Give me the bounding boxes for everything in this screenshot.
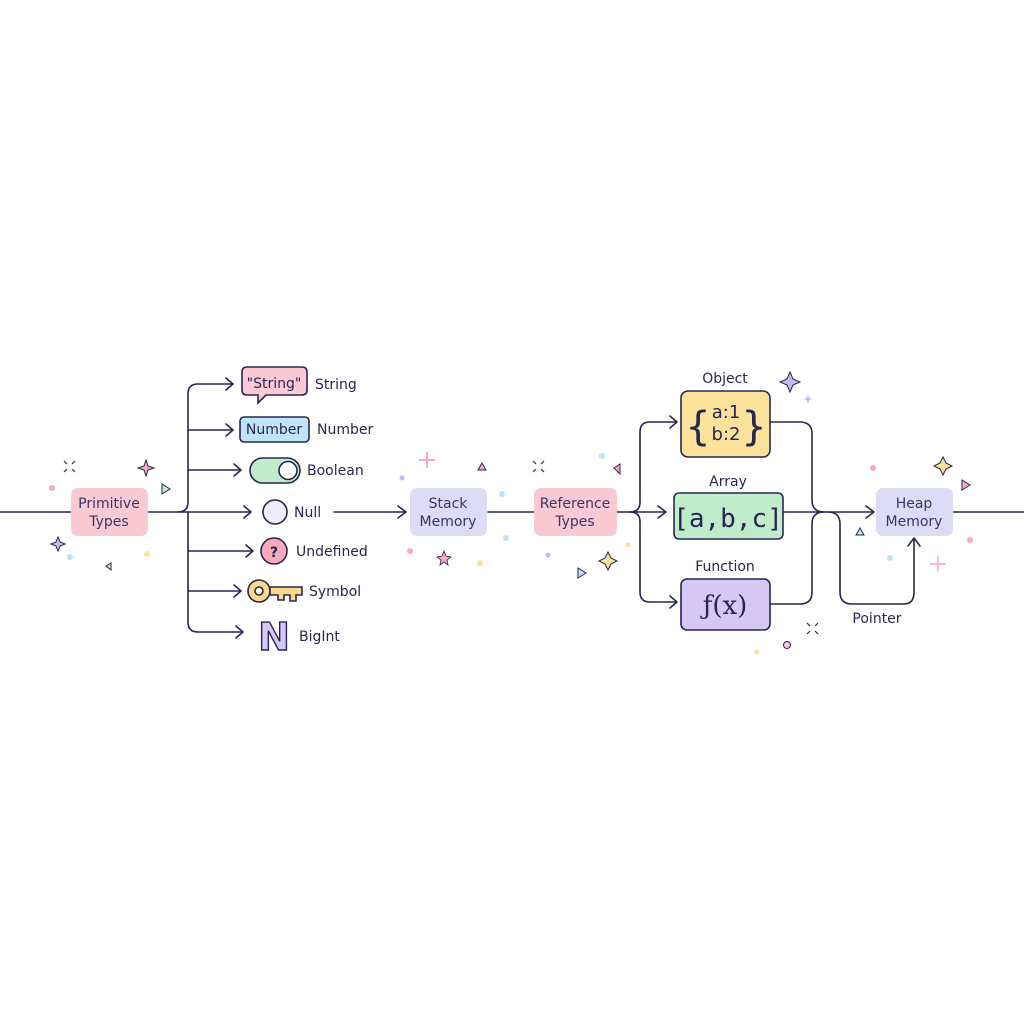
- svg-text:Object: Object: [702, 371, 748, 387]
- primitive-branches: [177, 377, 254, 639]
- primitive-null: Null: [262, 499, 321, 525]
- primitive-bigint: N BigInt: [257, 614, 340, 659]
- svg-text:Array: Array: [709, 474, 747, 490]
- svg-text:?: ?: [270, 545, 278, 561]
- svg-text:Heap: Heap: [896, 496, 933, 512]
- node-primitive-types: Primitive Types: [71, 488, 148, 536]
- svg-text:{: {: [685, 404, 710, 450]
- svg-text:String: String: [315, 377, 357, 393]
- svg-text:N: N: [258, 615, 290, 659]
- svg-text:Pointer: Pointer: [852, 611, 901, 627]
- pointer-label: Pointer: [852, 611, 901, 627]
- svg-text:a:1: a:1: [712, 402, 741, 423]
- key-icon: [247, 579, 303, 603]
- number-tag-icon: Number: [239, 416, 310, 443]
- string-speech-bubble-icon: "String": [241, 366, 308, 405]
- reference-object: Object { } a:1 b:2: [680, 371, 771, 458]
- svg-text:Undefined: Undefined: [296, 544, 368, 560]
- node-stack-memory: Stack Memory: [410, 488, 487, 536]
- svg-text:"String": "String": [247, 376, 302, 392]
- reference-branches: [629, 415, 921, 609]
- reference-array: Array [a,b,c]: [673, 474, 784, 540]
- svg-text:ƒ(x): ƒ(x): [700, 591, 748, 621]
- svg-text:Types: Types: [88, 514, 128, 530]
- primitive-boolean: Boolean: [249, 457, 364, 484]
- decorative-sparkles: [49, 370, 973, 655]
- letter-n-icon: N: [257, 614, 290, 659]
- svg-text:Reference: Reference: [540, 496, 611, 512]
- svg-text:Boolean: Boolean: [307, 463, 364, 479]
- svg-text:Stack: Stack: [429, 496, 469, 512]
- svg-text:Number: Number: [246, 422, 302, 438]
- primitive-undefined: ? Undefined: [260, 537, 368, 565]
- node-reference-types: Reference Types: [534, 488, 617, 536]
- arrowheads: [397, 505, 667, 519]
- primitive-string: "String" String: [241, 366, 357, 405]
- svg-text:Primitive: Primitive: [78, 496, 140, 512]
- empty-circle-icon: [262, 499, 288, 525]
- svg-text:Memory: Memory: [420, 514, 477, 530]
- svg-text:Function: Function: [695, 559, 755, 575]
- svg-text:}: }: [741, 404, 766, 450]
- toggle-switch-icon: [249, 457, 301, 484]
- svg-text:[a,b,c]: [a,b,c]: [673, 504, 783, 534]
- question-mark-icon: ?: [260, 537, 288, 565]
- primitive-number: Number Number: [239, 416, 373, 443]
- primitive-symbol: Symbol: [247, 579, 361, 603]
- svg-text:Number: Number: [317, 422, 373, 438]
- svg-text:Null: Null: [294, 505, 321, 521]
- node-heap-memory: Heap Memory: [876, 488, 953, 536]
- svg-text:Types: Types: [554, 514, 594, 530]
- svg-text:Memory: Memory: [886, 514, 943, 530]
- svg-text:BigInt: BigInt: [299, 629, 340, 645]
- reference-function: Function ƒ(x): [680, 559, 771, 631]
- svg-text:b:2: b:2: [712, 424, 741, 445]
- svg-text:Symbol: Symbol: [309, 584, 361, 600]
